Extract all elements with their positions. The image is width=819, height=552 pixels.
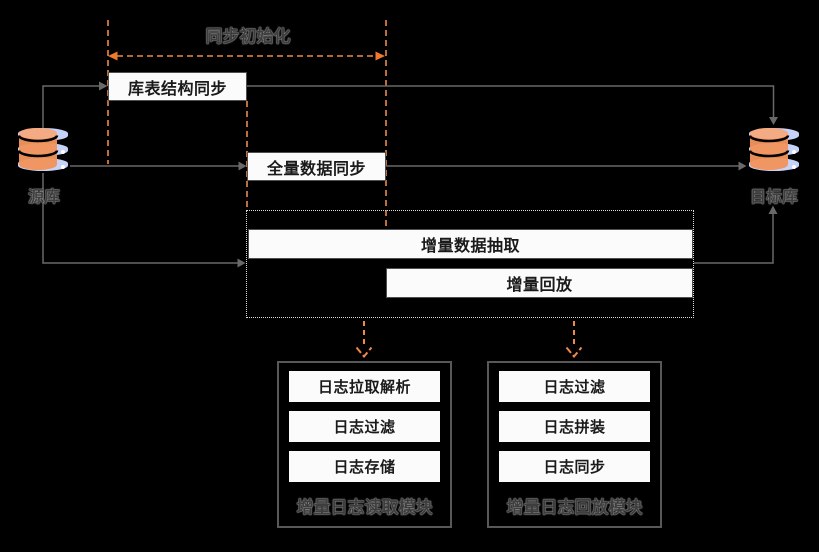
arrowhead [768, 205, 778, 214]
module-incr-log-read: 日志拉取解析 日志过滤 日志存储 增量日志读取模块 [277, 361, 452, 528]
arrowhead [237, 258, 246, 268]
module-title: 增量日志读取模块 [296, 498, 433, 517]
module-item: 日志拉取解析 [289, 371, 440, 402]
module-item: 日志存储 [289, 451, 440, 482]
module-title: 增量日志回放模块 [506, 498, 643, 517]
target-database-icon [748, 127, 800, 173]
module-incr-log-replay: 日志过滤 日志拼装 日志同步 增量日志回放模块 [487, 361, 662, 528]
source-database-icon [17, 127, 69, 173]
source-db-label: 源库 [27, 189, 61, 206]
module-item: 日志拼装 [499, 411, 650, 442]
module-item: 日志同步 [499, 451, 650, 482]
connector-incremental-to-target [694, 214, 774, 264]
module-item: 日志过滤 [289, 411, 440, 442]
incr-extract-box: 增量数据抽取 [248, 229, 693, 259]
down-arrow-to-replay-module [565, 321, 583, 359]
connector-schema-to-target [247, 85, 775, 117]
module-item: 日志过滤 [499, 371, 650, 402]
full-sync-box: 全量数据同步 [247, 152, 386, 181]
arrowhead [769, 117, 778, 125]
arrowhead [738, 161, 747, 171]
arrowhead [99, 81, 108, 91]
schema-sync-box: 库表结构同步 [108, 72, 247, 101]
down-arrow-to-read-module [355, 321, 373, 359]
sync-init-label: 同步初始化 [205, 27, 291, 46]
connector-source-to-incremental [42, 173, 238, 264]
target-db-label: 目标库 [749, 189, 799, 206]
arrowhead [238, 161, 247, 171]
init-range-arrow [108, 51, 385, 61]
incremental-sync-container [246, 210, 694, 318]
incr-replay-box: 增量回放 [386, 268, 693, 298]
connector-source-to-schema [42, 85, 99, 128]
